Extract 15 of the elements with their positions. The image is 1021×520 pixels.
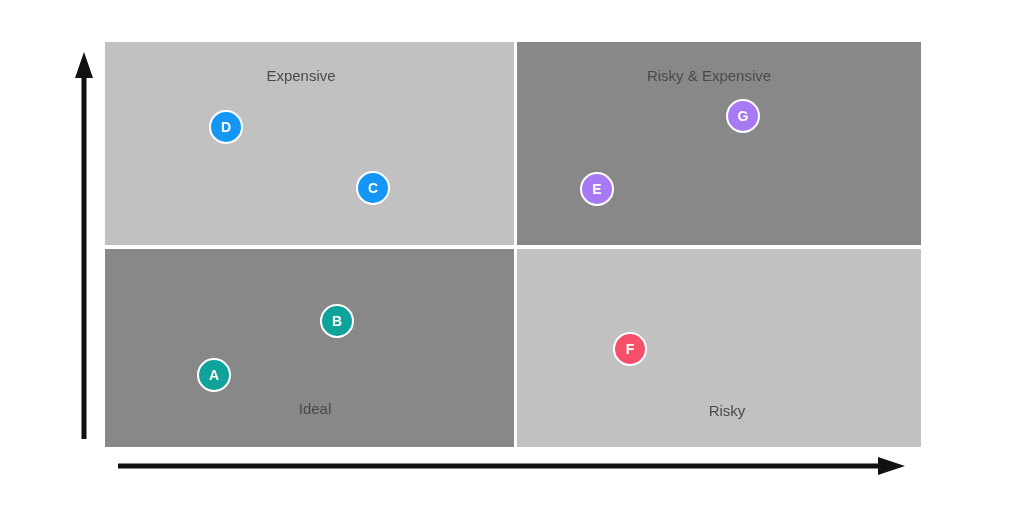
quadrant-label: Risky xyxy=(708,400,746,421)
quadrant xyxy=(517,42,921,245)
quadrant xyxy=(105,249,514,447)
point-marker: G xyxy=(726,99,760,133)
quadrant xyxy=(105,42,514,245)
quadrant-label: Ideal xyxy=(298,398,332,419)
point-marker: C xyxy=(356,171,390,205)
point-marker: D xyxy=(209,110,243,144)
quadrant xyxy=(517,249,921,447)
quadrant-label: Risky & Expensive xyxy=(646,65,772,86)
point-marker: A xyxy=(197,358,231,392)
point-marker: B xyxy=(320,304,354,338)
quadrant-label: Expensive xyxy=(266,65,336,86)
point-marker: F xyxy=(613,332,647,366)
point-marker: E xyxy=(580,172,614,206)
